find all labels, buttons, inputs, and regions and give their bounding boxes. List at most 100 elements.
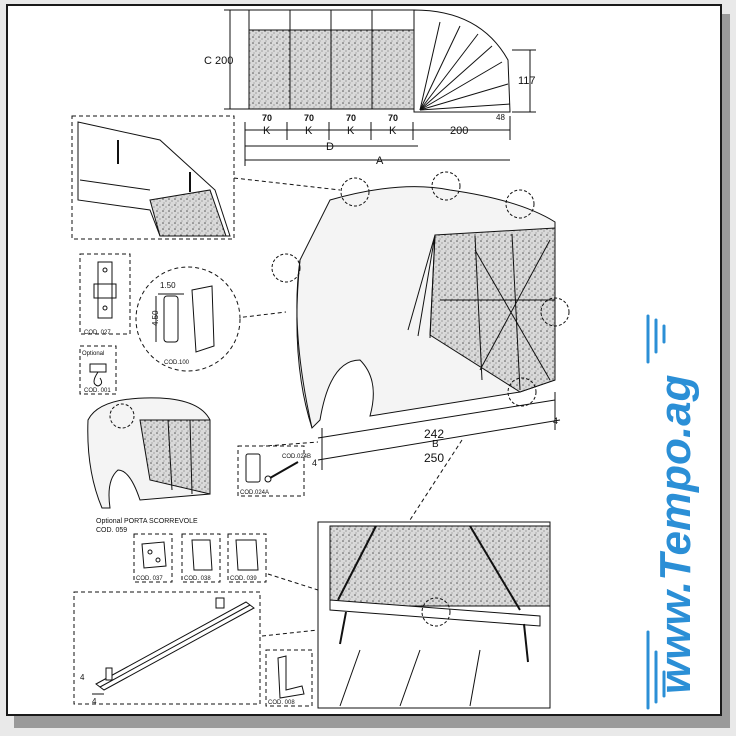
part-038 bbox=[191, 539, 213, 571]
door-post bbox=[189, 419, 193, 495]
floor-line bbox=[339, 649, 361, 707]
side-fan-end bbox=[413, 9, 511, 113]
cod-024b-label: COD.024B bbox=[282, 454, 311, 460]
side-view bbox=[224, 9, 536, 166]
fan-line bbox=[419, 103, 511, 111]
cod-038-label: COD. 038 bbox=[184, 576, 211, 582]
hook-shape bbox=[89, 363, 107, 387]
fan-line bbox=[419, 61, 503, 111]
detail-frame bbox=[265, 649, 313, 707]
cod-100-label: COD.100 bbox=[164, 360, 190, 366]
callout-circle bbox=[507, 377, 537, 407]
callout-circle bbox=[340, 177, 370, 207]
brand-speed-lines bbox=[646, 314, 666, 710]
k-letter: K bbox=[347, 125, 355, 137]
fan-line bbox=[419, 83, 509, 111]
rail-bolt bbox=[215, 597, 225, 609]
fan-line bbox=[419, 33, 479, 111]
tent-post bbox=[511, 233, 521, 391]
brand-watermark: www.Tempo.ag bbox=[646, 314, 700, 710]
dim-4-left: 4 bbox=[312, 458, 317, 468]
dim-a-label: A bbox=[376, 155, 384, 167]
bracket-hole bbox=[102, 305, 108, 311]
k-letter: K bbox=[263, 125, 271, 137]
dim-117-label: 117 bbox=[518, 75, 536, 87]
profile-section bbox=[163, 295, 179, 343]
callout-circle bbox=[505, 189, 535, 219]
dim-250-label: 250 bbox=[424, 451, 444, 465]
fan-line bbox=[419, 25, 461, 111]
cod-039-label: COD. 039 bbox=[230, 576, 257, 582]
latch-ring bbox=[264, 475, 272, 483]
part-039 bbox=[235, 539, 259, 571]
angle-008 bbox=[265, 649, 313, 707]
dim-line-242 bbox=[317, 399, 556, 439]
fan-line bbox=[419, 21, 441, 111]
dim-b-label: B bbox=[432, 439, 439, 450]
latch-plate bbox=[245, 453, 261, 483]
interior-brace bbox=[469, 525, 521, 611]
main-perspective bbox=[233, 171, 570, 521]
roof-mesh bbox=[149, 189, 227, 237]
dim-200-label: 200 bbox=[450, 125, 468, 137]
anchor-stake bbox=[523, 623, 529, 663]
interior-detail bbox=[261, 521, 551, 709]
roof-edge bbox=[79, 179, 151, 191]
interior-mesh bbox=[329, 525, 551, 607]
callout-circle bbox=[109, 403, 135, 429]
interior-brace bbox=[337, 525, 377, 601]
rail-bolt bbox=[105, 667, 113, 681]
k-letter: K bbox=[389, 125, 397, 137]
dim-d-label: D bbox=[326, 141, 334, 153]
cod-008-label: COD. 008 bbox=[268, 700, 295, 706]
door-optional-label: Optional PORTA SCORREVOLE bbox=[96, 518, 198, 525]
callout-circle bbox=[431, 171, 461, 201]
leader-lines bbox=[261, 573, 319, 637]
interior-rail bbox=[329, 599, 541, 627]
anchor-stake bbox=[339, 611, 347, 645]
profile-height: 4.50 bbox=[151, 310, 160, 326]
door-tent-mesh bbox=[139, 419, 211, 495]
dim-c-label: C 200 bbox=[204, 55, 233, 67]
rail-dim-4a: 4 bbox=[80, 673, 85, 682]
small-parts bbox=[133, 533, 267, 583]
latch-024 bbox=[237, 445, 305, 497]
door-tent bbox=[87, 397, 211, 509]
dim-48-label: 48 bbox=[496, 113, 505, 122]
dim-242-label: 242 bbox=[424, 427, 444, 441]
callout-circle bbox=[421, 597, 451, 627]
rail-edge bbox=[99, 604, 251, 688]
callout-circle bbox=[271, 253, 301, 283]
angle-shape bbox=[277, 655, 305, 699]
part-hole bbox=[155, 557, 161, 563]
tent-brace bbox=[474, 249, 551, 381]
profile-thickness: 1.50 bbox=[160, 281, 176, 290]
profile-detail bbox=[135, 266, 241, 372]
dim-4-right: 4 bbox=[553, 416, 558, 426]
floor-line bbox=[399, 649, 421, 707]
cod-059-label: COD. 059 bbox=[96, 527, 127, 534]
roof-detail bbox=[71, 115, 235, 240]
bracket-shape bbox=[93, 261, 117, 319]
fan-line bbox=[419, 45, 493, 111]
k-value: 70 bbox=[262, 113, 272, 123]
tent-fan bbox=[407, 234, 436, 339]
k-value: 70 bbox=[346, 113, 356, 123]
optional-hook-label: Optional bbox=[82, 351, 104, 357]
rail-detail bbox=[73, 591, 261, 705]
tent-brace bbox=[479, 239, 551, 371]
cod-037-label: COD. 037 bbox=[136, 576, 163, 582]
k-letter: K bbox=[305, 125, 313, 137]
dim-line-250 bbox=[317, 419, 561, 461]
cod-001-label: COD. 001 bbox=[84, 388, 111, 394]
door-post bbox=[167, 419, 173, 491]
cod-027-label: COD. 027 bbox=[84, 330, 111, 336]
part-037 bbox=[141, 541, 167, 569]
tent-front-edge bbox=[296, 259, 313, 429]
profile-bar bbox=[191, 285, 215, 353]
k-value: 70 bbox=[388, 113, 398, 123]
brand-text: www.Tempo.ag bbox=[651, 374, 700, 694]
bracket-027 bbox=[79, 253, 131, 335]
part-hole bbox=[147, 549, 153, 555]
